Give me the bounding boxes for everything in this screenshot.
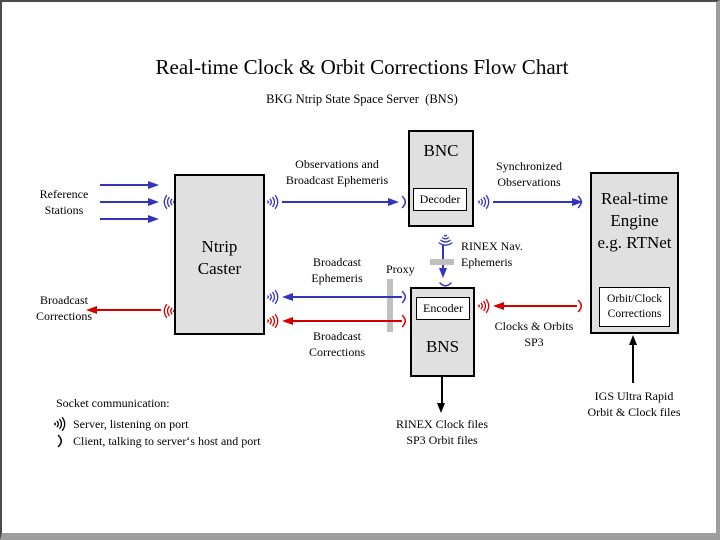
client-socket-icon: [401, 289, 409, 310]
rinex-nav-label: RINEX Nav. Ephemeris: [461, 239, 523, 269]
client-socket-icon: [577, 194, 585, 215]
proxy-bar-horizontal: [430, 259, 454, 265]
page-subtitle: BKG Ntrip State Space Server (BNS): [266, 92, 458, 106]
encoder-box: Encoder: [416, 297, 470, 320]
arrowhead-up-icon: [629, 335, 637, 345]
reference-flow-line-1: [100, 184, 148, 186]
server-socket-icon: [433, 234, 454, 248]
client-socket-icon: [57, 433, 65, 454]
legend-heading: Socket communication:: [56, 396, 170, 410]
arrowhead-right-icon: [572, 198, 583, 206]
arrowhead-right-icon: [148, 198, 159, 206]
client-socket-icon: [401, 194, 409, 215]
server-socket-icon: [477, 298, 491, 319]
server-socket-icon: [266, 194, 280, 215]
arrowhead-left-icon: [282, 317, 293, 325]
synchronized-flow-line: [493, 201, 572, 203]
server-socket-icon: [266, 313, 280, 334]
server-socket-icon: [477, 194, 491, 215]
reference-stations-label: Reference Stations: [39, 187, 89, 217]
broadcast-corrections-out-label: Broadcast Corrections: [36, 293, 92, 323]
legend-server-item: Server, listening on port: [73, 417, 189, 431]
arrowhead-right-icon: [388, 198, 399, 206]
rinex-files-label: RINEX Clock files SP3 Orbit files: [396, 417, 488, 447]
proxy-bar-vertical: [387, 279, 393, 332]
realtime-engine-label: Real-time Engine e.g. RTNet: [597, 189, 672, 252]
server-socket-icon: [266, 289, 280, 310]
client-socket-icon: [577, 298, 585, 319]
igs-flow-line: [632, 345, 634, 383]
bns-label: BNS: [425, 337, 460, 356]
orbit-clock-corrections-box: Orbit/Clock Corrections: [599, 287, 670, 327]
decoder-box: Decoder: [413, 188, 467, 211]
arrowhead-left-icon: [86, 306, 97, 314]
clocks-orbits-label: Clocks & Orbits SP3: [494, 319, 574, 349]
reference-flow-line-2: [100, 201, 148, 203]
rinex-files-flow-line: [441, 377, 443, 403]
synchronized-observations-label: Synchronized Observations: [496, 159, 562, 189]
broadcast-corrections-mid-flow-line: [293, 320, 402, 322]
ntrip-caster-label: Ntrip Caster: [197, 237, 242, 278]
server-socket-icon: [53, 416, 67, 437]
server-socket-icon: [162, 303, 176, 324]
bnc-label: BNC: [423, 141, 459, 160]
client-socket-icon: [401, 313, 409, 334]
proxy-label: Proxy: [386, 262, 415, 276]
arrowhead-left-icon: [493, 302, 504, 310]
clocks-orbits-flow-line: [504, 305, 577, 307]
legend-client-item: Client, talking to server‘s host and por…: [73, 434, 261, 448]
client-socket-icon: [433, 282, 454, 290]
page-title: Real-time Clock & Orbit Corrections Flow…: [155, 55, 569, 79]
broadcast-corrections-out-line: [97, 309, 161, 311]
arrowhead-down-icon: [437, 403, 445, 413]
observations-label: Observations and Broadcast Ephemeris: [285, 157, 389, 187]
broadcast-corrections-mid-label: Broadcast Corrections: [309, 329, 365, 359]
arrowhead-right-icon: [148, 215, 159, 223]
reference-flow-line-3: [100, 218, 148, 220]
bnc-box: BNC: [408, 130, 474, 227]
rinex-nav-flow-line: [442, 245, 444, 268]
broadcast-ephemeris-label: Broadcast Ephemeris: [311, 255, 363, 285]
arrowhead-down-icon: [439, 268, 447, 278]
arrowhead-right-icon: [148, 181, 159, 189]
igs-files-label: IGS Ultra Rapid Orbit & Clock files: [587, 389, 681, 419]
broadcast-ephemeris-flow-line: [293, 296, 402, 298]
ntrip-caster-box: Ntrip Caster: [174, 174, 265, 335]
arrowhead-left-icon: [282, 293, 293, 301]
observations-flow-line: [282, 201, 388, 203]
